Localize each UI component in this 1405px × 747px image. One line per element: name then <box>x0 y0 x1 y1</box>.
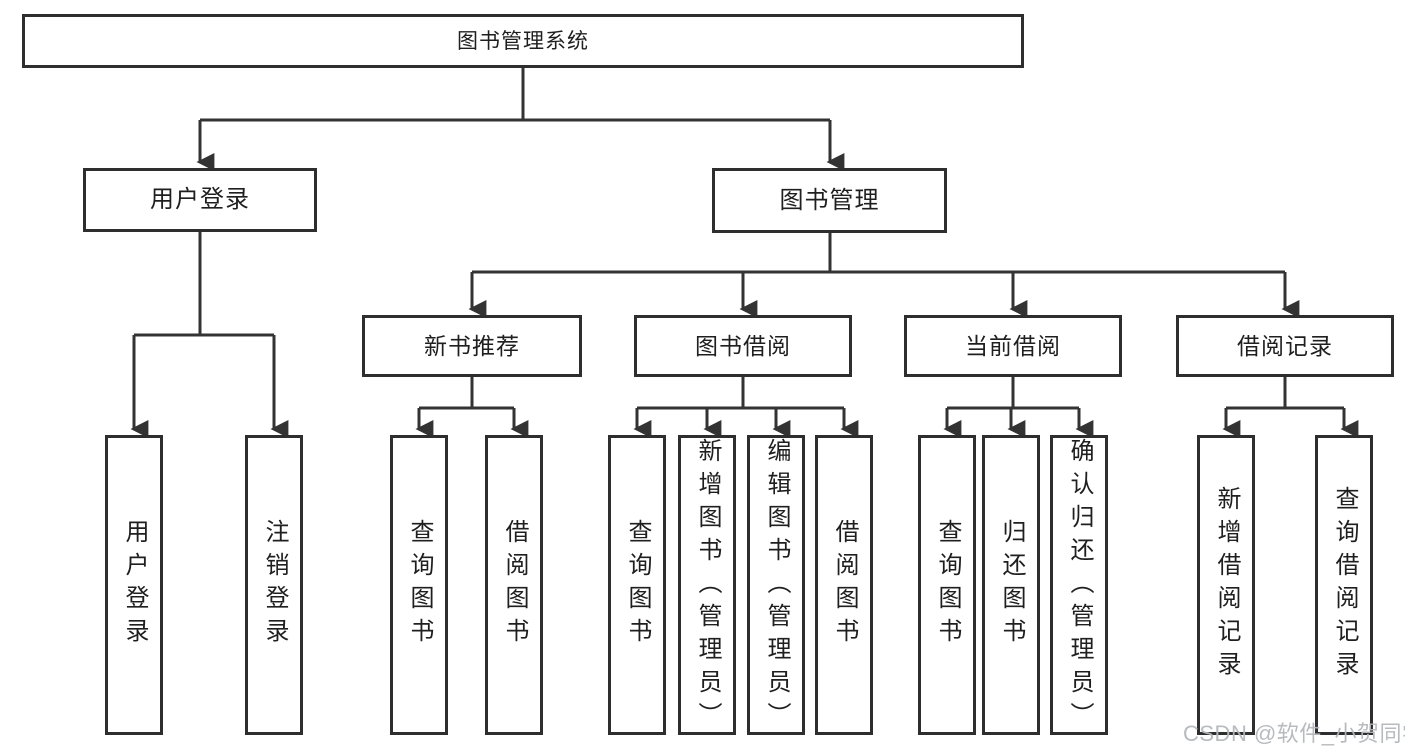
leaf-current-return-books: 归还图书 <box>982 435 1040 735</box>
node-library-management-system: 图书管理系统 <box>22 14 1024 68</box>
edge-new-book-to-leaves <box>415 377 529 438</box>
edge-book-mgmt-to-level3 <box>468 233 1300 318</box>
node-user-login: 用户登录 <box>83 168 317 232</box>
leaf-records-add-borrow-record: 新增借阅记录 <box>1197 435 1255 735</box>
node-borrowing-records: 借阅记录 <box>1176 315 1394 377</box>
node-new-book-recommend: 新书推荐 <box>362 315 582 377</box>
leaf-borrowing-query-books: 查询图书 <box>608 435 666 735</box>
leaf-newbook-borrow-books: 借阅图书 <box>485 435 543 735</box>
leaf-newbook-query-books: 查询图书 <box>390 435 448 735</box>
leaf-borrowing-add-books-admin: 新增图书（管理员） <box>678 435 736 735</box>
node-book-management: 图书管理 <box>712 168 947 233</box>
leaf-current-query-books: 查询图书 <box>918 435 976 735</box>
leaf-records-query-borrow-record: 查询借阅记录 <box>1315 435 1373 735</box>
edge-root-to-level2 <box>196 68 845 171</box>
leaf-borrowing-borrow-books: 借阅图书 <box>815 435 873 735</box>
edge-user-login-to-leaves <box>130 232 289 438</box>
edge-current-borrow-to-leaves <box>943 377 1094 438</box>
csdn-watermark: CSDN @软件_小贺同学 <box>1183 721 1405 746</box>
leaf-logout-login: 注销登录 <box>245 435 303 735</box>
node-current-borrowing: 当前借阅 <box>904 315 1122 377</box>
edge-borrow-records-to-leaves <box>1222 377 1359 438</box>
edge-book-borrow-to-leaves <box>633 377 859 438</box>
node-book-borrowing: 图书借阅 <box>634 315 852 377</box>
leaf-user-login: 用户登录 <box>105 435 163 735</box>
leaf-current-confirm-return-admin: 确认归还（管理员） <box>1050 435 1108 735</box>
leaf-borrowing-edit-books-admin: 编辑图书（管理员） <box>747 435 805 735</box>
